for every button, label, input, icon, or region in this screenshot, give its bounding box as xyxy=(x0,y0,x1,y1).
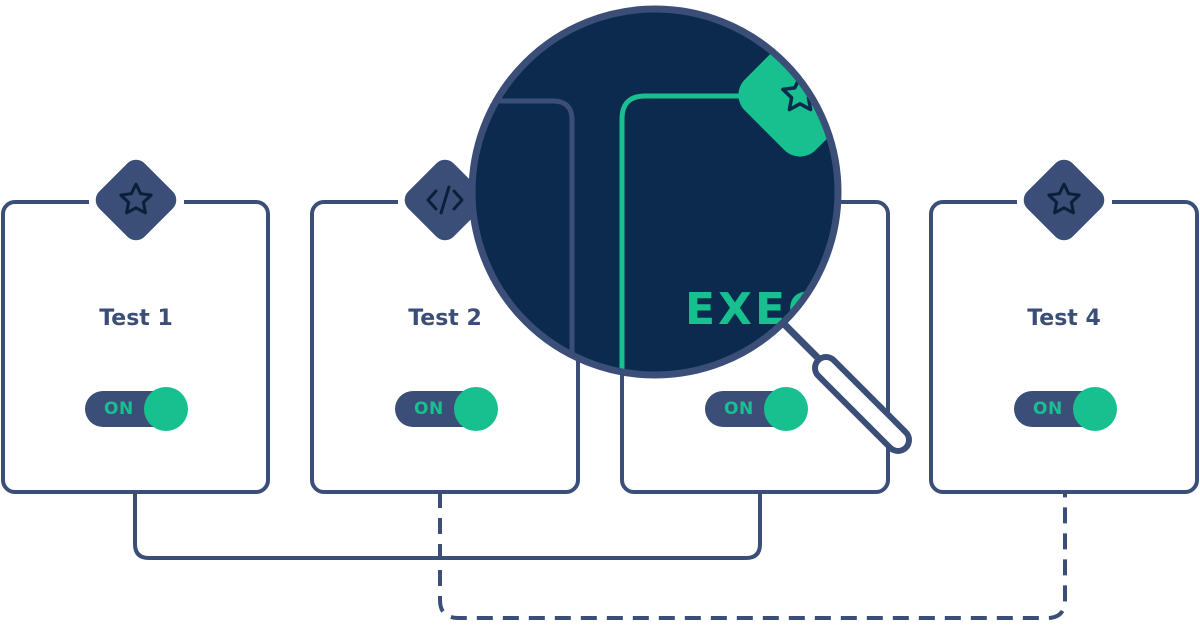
toggle-switch-test-2[interactable] xyxy=(395,387,498,431)
magnifier-handle xyxy=(778,318,912,454)
toggle-label-test-1: ON xyxy=(104,399,134,419)
magnifier-text: EXEC xyxy=(685,284,823,335)
toggle-label-test-2: ON xyxy=(414,399,444,419)
card-title-test-2: Test 2 xyxy=(408,306,482,331)
connector-dashed xyxy=(438,492,1067,620)
card-title-test-4: Test 4 xyxy=(1027,306,1101,331)
card-title-test-1: Test 1 xyxy=(99,306,173,331)
magnifier-lens: EXEC xyxy=(472,9,838,375)
toggle-label-test-4: ON xyxy=(1033,399,1063,419)
toggle-switch-test-1[interactable] xyxy=(85,387,188,431)
star-icon xyxy=(1023,159,1105,241)
toggle-label-card-3: ON xyxy=(724,399,754,419)
code-icon xyxy=(404,159,486,241)
star-icon xyxy=(95,159,177,241)
toggle-switch-card-3[interactable] xyxy=(705,387,808,431)
toggle-switch-test-4[interactable] xyxy=(1014,387,1117,431)
magnifier-rim xyxy=(468,5,842,379)
connector-solid xyxy=(133,492,762,560)
